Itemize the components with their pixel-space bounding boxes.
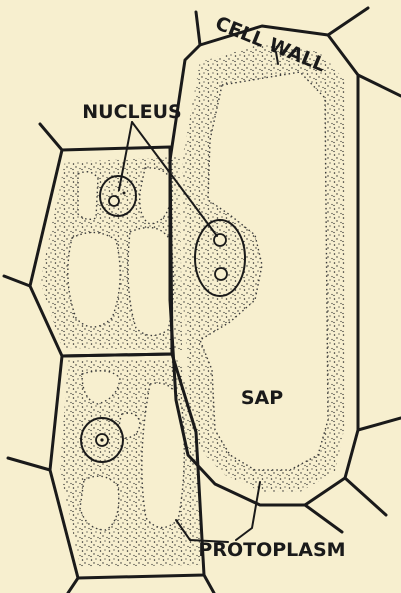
- wall-stub: [358, 75, 401, 96]
- wall-stub: [345, 478, 386, 515]
- wall-stub: [358, 418, 401, 430]
- wall-stub: [196, 12, 200, 45]
- nucleus-label: NUCLEUS: [82, 101, 181, 123]
- wall-stub: [8, 458, 50, 470]
- upper-left-vacuole-bottom-right: [128, 228, 174, 336]
- nucleolus-dot: [100, 438, 103, 441]
- wall-stub: [328, 8, 368, 35]
- wall-stub: [4, 276, 30, 286]
- wall-stub: [305, 505, 342, 532]
- large-cell: [182, 44, 345, 492]
- wall-stub: [68, 578, 78, 593]
- protoplasm-label: PROTOPLASM: [198, 539, 345, 561]
- nucleolus: [109, 196, 119, 206]
- upper-left-cell: [40, 157, 182, 350]
- nucleolus: [215, 268, 227, 280]
- lower-left-cell: [60, 360, 200, 567]
- wall-stub: [40, 124, 62, 150]
- protoplasm-leader: [236, 482, 260, 540]
- upper-left-vacuole-bottom-left: [68, 232, 120, 327]
- wall-stub: [204, 575, 214, 593]
- nucleolus-dot: [123, 192, 126, 195]
- upper-left-vacuole-top: [78, 172, 98, 220]
- sap-label: SAP: [241, 387, 283, 409]
